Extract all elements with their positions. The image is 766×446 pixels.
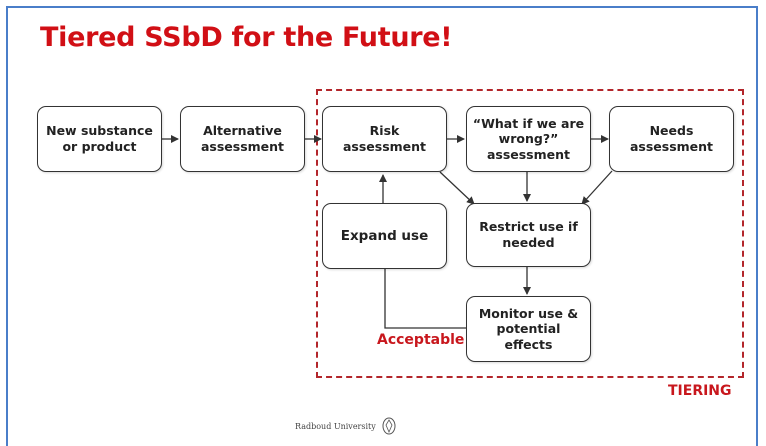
tiering-label: TIERING — [668, 383, 732, 399]
node-monitor-use: Monitor use & potential effects — [466, 296, 591, 362]
footer-logo: Radboud University — [295, 417, 398, 435]
node-expand-use: Expand use — [322, 203, 447, 269]
diagram-connectors — [162, 135, 613, 329]
node-what-if-wrong: “What if we are wrong?” assessment — [466, 106, 591, 172]
node-what-if-wrong-label: “What if we are wrong?” assessment — [472, 115, 585, 162]
footer-university-name: Radboud University — [295, 421, 376, 431]
node-new-substance: New substance or product — [37, 106, 162, 172]
tiering-region — [316, 89, 744, 378]
university-crest-icon — [382, 417, 396, 435]
slide-title: Tiered SSbD for the Future! — [40, 22, 453, 53]
node-new-substance-label: New substance or product — [46, 123, 153, 154]
acceptable-label: Acceptable — [377, 332, 465, 348]
node-needs-assessment: Needs assessment — [609, 106, 734, 172]
node-risk-assessment: Risk assessment — [322, 106, 447, 172]
arrow-needs-to-restrict — [581, 170, 613, 205]
node-needs-assessment-label: Needs assessment — [629, 123, 714, 154]
arrow-monitor-to-expand-loop — [384, 268, 466, 329]
node-restrict-use: Restrict use if needed — [466, 203, 591, 267]
node-alternative-assessment-label: Alternative assessment — [200, 123, 285, 154]
node-risk-assessment-label: Risk assessment — [342, 123, 427, 154]
node-restrict-use-label: Restrict use if needed — [479, 219, 578, 250]
node-monitor-use-label: Monitor use & potential effects — [478, 305, 579, 352]
arrow-risk-to-restrict — [439, 171, 475, 205]
node-alternative-assessment: Alternative assessment — [180, 106, 305, 172]
slide-frame — [6, 6, 758, 446]
node-expand-use-label: Expand use — [340, 227, 429, 244]
